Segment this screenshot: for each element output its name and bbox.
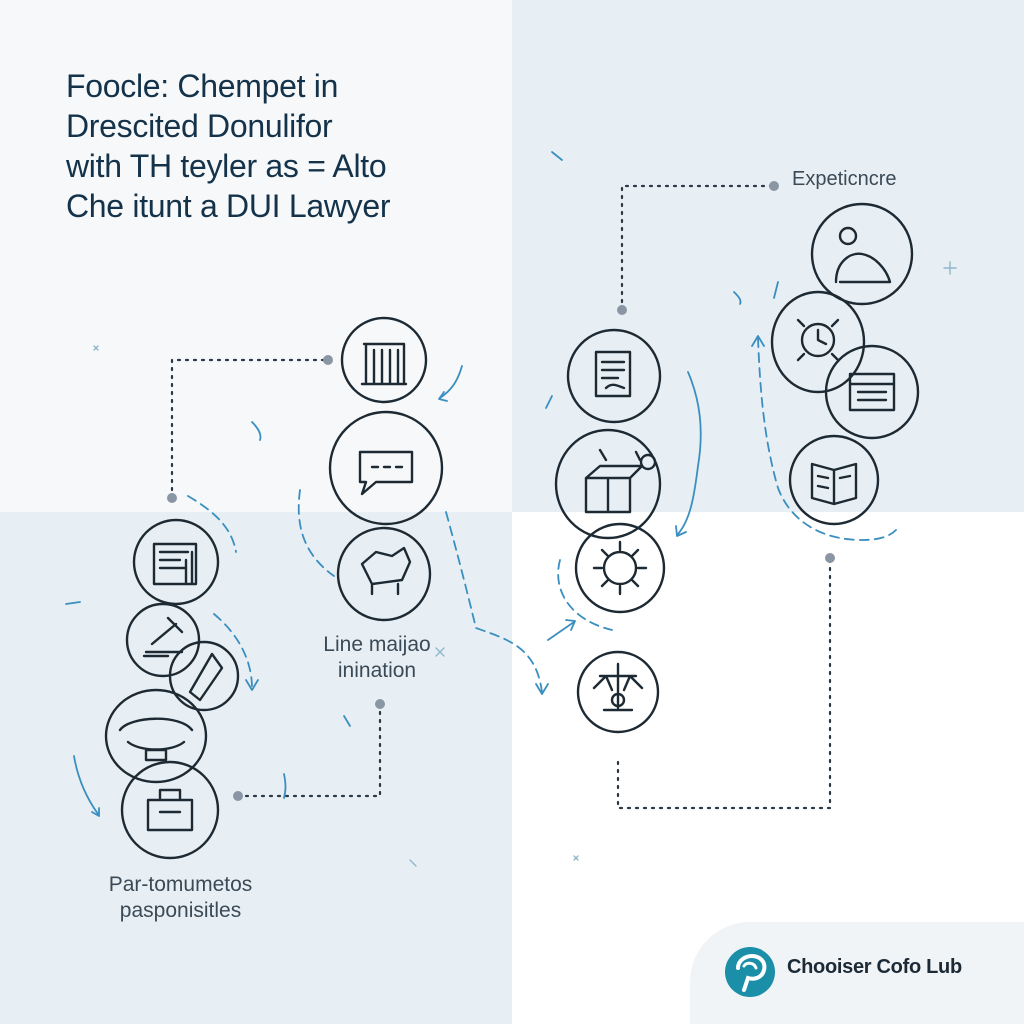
flow-line (757, 337, 897, 541)
page-title: Foocle: Chempet in Drescited Donulifor w… (66, 66, 496, 226)
person-icon (810, 202, 914, 306)
scales-icon (576, 650, 660, 734)
flow-line (751, 335, 765, 347)
flow-line (773, 281, 779, 299)
background-panel-bottom-left (0, 512, 512, 1024)
node-dot (825, 553, 835, 563)
connector-bottom-right (616, 556, 832, 810)
flow-line (187, 495, 237, 553)
flow-line (445, 511, 543, 693)
calendar-icon (824, 344, 920, 440)
node-dot (617, 305, 627, 315)
flow-line (297, 489, 335, 577)
label-middle-line: Line maijao (323, 633, 431, 656)
connector-left (170, 358, 330, 500)
handshake-icon (336, 526, 432, 622)
node-dot (375, 699, 385, 709)
clock-gear-icon (770, 290, 866, 394)
background-panel-top-right (512, 0, 1024, 512)
icon-bubbles (104, 202, 920, 860)
legal-papers-icon (566, 328, 662, 424)
flow-line (677, 371, 702, 535)
flow-line (65, 601, 81, 605)
flow-line (251, 421, 262, 441)
node-dot (233, 791, 243, 801)
flow-arrows (65, 151, 897, 817)
flow-line (91, 807, 100, 817)
flow-line (73, 755, 99, 815)
flow-line (565, 619, 576, 631)
node-dot (323, 355, 333, 365)
label-bottom-line: Par-tomumetos (108, 873, 253, 896)
ballot-box-icon (554, 428, 662, 540)
node-dot (769, 181, 779, 191)
flow-line (557, 559, 613, 631)
logo-text: Chooiser Cofo Lub (787, 956, 962, 978)
title-line: Drescited Donulifor (66, 108, 333, 144)
flow-line (283, 773, 287, 799)
title-line: with TH teyler as = Alto (66, 148, 387, 184)
flow-line (733, 291, 742, 305)
gear-icon (574, 522, 666, 614)
chat-bubble-icon (328, 410, 444, 526)
title-line: Che itunt a DUI Lawyer (66, 188, 391, 224)
flow-line (438, 391, 448, 402)
label-bottom-line: pasponisitles (119, 899, 242, 922)
flow-line (545, 395, 553, 409)
sparkle-decorations (93, 261, 957, 867)
connector-nodes (167, 181, 835, 801)
document-icon (132, 518, 220, 606)
dotted-connectors (170, 184, 832, 810)
label-middle: Line maijao inination (312, 632, 442, 684)
node-dot (167, 493, 177, 503)
connector-top-right (620, 184, 776, 312)
label-bottom: Par-tomumetos pasponisitles (88, 872, 273, 924)
brand-logo: Chooiser Cofo Lub (690, 922, 1024, 1024)
gavel-icon (125, 602, 201, 678)
scroll-icon (168, 640, 240, 712)
label-middle-line: inination (337, 659, 417, 682)
law-book-icon (788, 434, 880, 526)
car-crash-icon (104, 688, 208, 784)
flow-line (551, 151, 563, 161)
flow-line (213, 613, 253, 689)
flow-line (535, 683, 549, 695)
flow-line (547, 621, 575, 641)
flow-line (245, 679, 259, 691)
label-experience: Expeticncre (792, 168, 897, 190)
briefcase-icon (120, 760, 220, 860)
title-line: Foocle: Chempet in (66, 68, 339, 104)
flow-line (439, 365, 463, 399)
courthouse-icon (340, 316, 428, 404)
pin-logo-icon (725, 947, 775, 997)
flow-line (675, 525, 687, 537)
flow-line (343, 715, 351, 727)
connector-bottom-left (236, 702, 382, 798)
